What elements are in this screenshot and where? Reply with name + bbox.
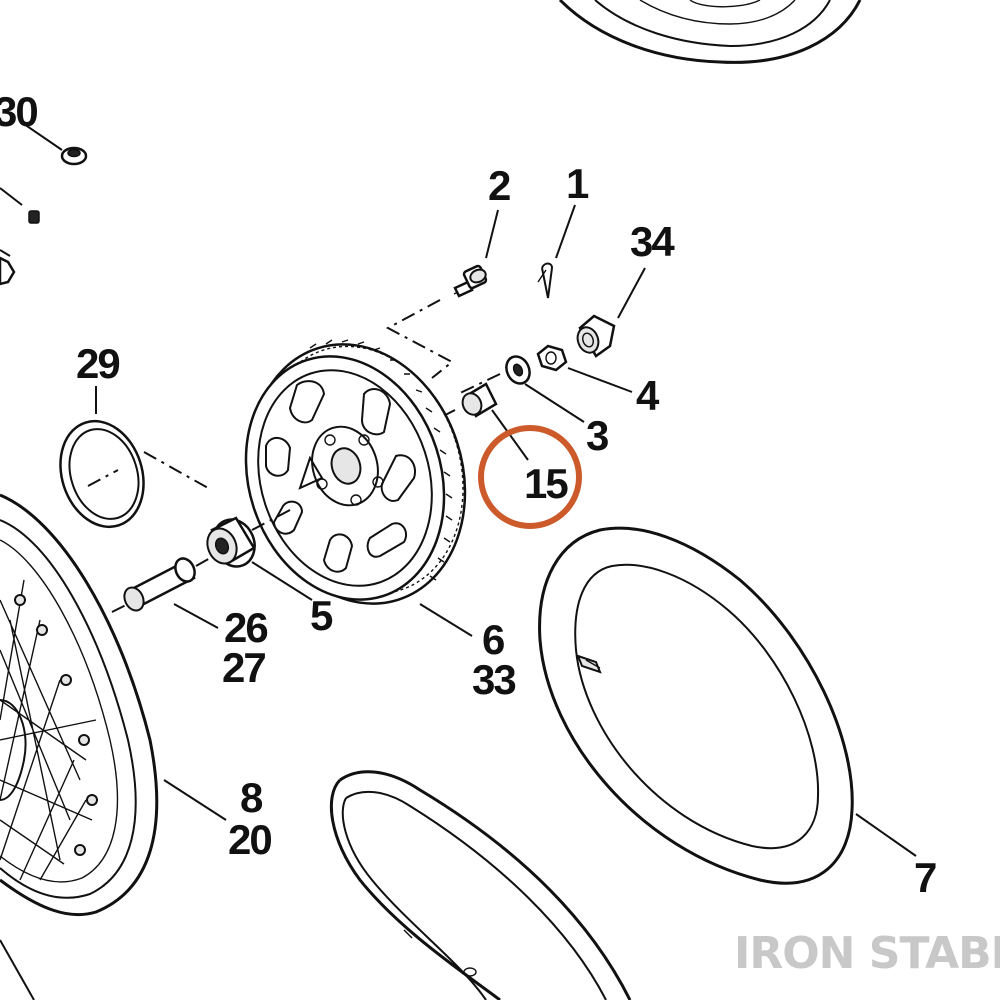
set-screw-part xyxy=(28,210,40,224)
part-1-cotter-pin xyxy=(537,262,553,299)
callout-15: 15 xyxy=(524,460,568,507)
callout-27: 27 xyxy=(222,644,265,691)
watermark-iron-stable: IRON STABLE xyxy=(734,928,1000,979)
leader-line-30-lower xyxy=(0,187,23,206)
callout-1: 1 xyxy=(566,160,589,207)
callout-5: 5 xyxy=(310,592,333,639)
part-6-rear-pulley xyxy=(244,339,467,605)
callout-6: 6 xyxy=(482,616,504,663)
highlight-circle-15 xyxy=(478,425,582,529)
leader-line-30 xyxy=(23,123,63,151)
leader-line-26 xyxy=(173,603,219,629)
callout-29: 29 xyxy=(76,340,119,387)
axis-line-seal xyxy=(143,451,209,489)
front-tire-drawing xyxy=(558,0,862,64)
leader-line-1 xyxy=(555,204,576,259)
callout-34: 34 xyxy=(630,218,675,265)
leader-line-4 xyxy=(567,367,633,393)
leader-line-3 xyxy=(524,383,585,423)
callout-20: 20 xyxy=(228,816,271,863)
axis-line-bearing xyxy=(251,509,291,531)
callout-7: 7 xyxy=(914,854,936,901)
bolt-fragment-left xyxy=(0,249,16,286)
part-30-nut xyxy=(60,146,88,166)
callout-labels: 30 2 1 34 29 4 3 15 5 26 27 6 33 8 20 7 xyxy=(0,88,938,901)
part-2-bolt xyxy=(453,264,488,298)
callout-26: 26 xyxy=(224,604,267,651)
part-3-washer xyxy=(505,355,531,385)
axis-line-bolt xyxy=(385,299,454,379)
leader-line-7 xyxy=(855,813,917,857)
leader-line-5 xyxy=(251,561,313,601)
part-5-bearing xyxy=(206,516,256,568)
axis-line-tube-2 xyxy=(195,556,213,567)
part-4-axle-nut xyxy=(536,344,568,372)
callout-4: 4 xyxy=(636,372,660,419)
callout-3: 3 xyxy=(586,412,608,459)
drive-belt-drawing xyxy=(329,770,632,1000)
axis-line-tube xyxy=(111,603,129,613)
callout-2: 2 xyxy=(488,162,510,209)
part-8-spoked-wheel xyxy=(0,493,159,1000)
axis-line-seal-inner xyxy=(87,469,119,487)
leader-line-34 xyxy=(617,267,646,319)
callout-33: 33 xyxy=(472,656,515,703)
leader-line-2 xyxy=(485,209,499,259)
part-26-axle-spacer xyxy=(123,557,196,612)
part-7-inner-tube xyxy=(538,526,854,885)
leader-line-8 xyxy=(163,779,227,821)
axis-line-washer xyxy=(457,373,501,395)
part-15-spacer xyxy=(461,382,498,418)
leader-line-6 xyxy=(419,603,473,637)
callout-30: 30 xyxy=(0,88,37,135)
part-34-axle-cap xyxy=(576,314,616,358)
callout-8: 8 xyxy=(240,774,263,821)
part-29-seal-ring xyxy=(59,419,145,529)
